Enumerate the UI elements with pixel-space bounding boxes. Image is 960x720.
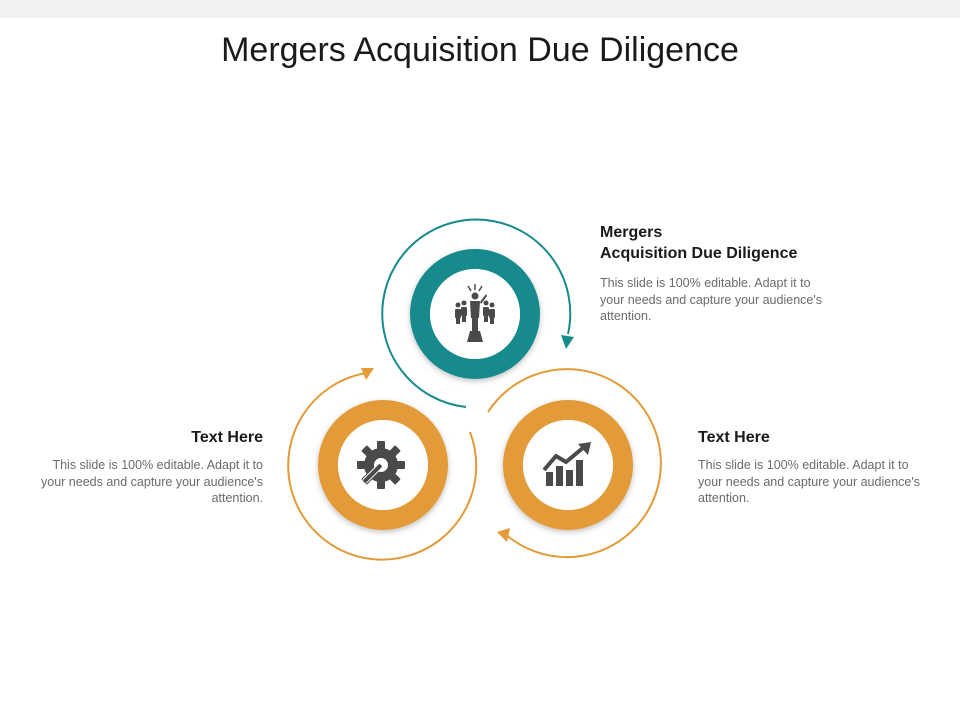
left-cycle-arrow bbox=[287, 368, 478, 561]
top-stage-body: This slide is 100% editable. Adapt it to… bbox=[600, 276, 822, 323]
gear-wrench-icon bbox=[357, 441, 405, 489]
right-stage-heading-line-1: Text Here bbox=[698, 429, 770, 446]
right-stage-heading: Text Here bbox=[698, 427, 898, 448]
top-stage-heading: Mergers Acquisition Due Diligence bbox=[600, 222, 860, 264]
right-cycle-arrow bbox=[487, 368, 662, 559]
right-ring bbox=[503, 400, 633, 530]
left-stage-heading: Text Here bbox=[63, 427, 263, 448]
top-cycle-arrow bbox=[381, 218, 574, 408]
growth-chart-icon bbox=[542, 442, 591, 486]
top-stage-heading-line-1: Mergers bbox=[600, 224, 663, 241]
top-stage-heading-line-2: Acquisition Due Diligence bbox=[600, 245, 798, 262]
left-stage-heading-line-1: Text Here bbox=[191, 429, 263, 446]
left-stage-body: This slide is 100% editable. Adapt it to… bbox=[41, 458, 263, 505]
right-stage-body: This slide is 100% editable. Adapt it to… bbox=[698, 458, 920, 505]
leader-people-icon bbox=[455, 284, 495, 342]
page-title: Mergers Acquisition Due Diligence bbox=[221, 31, 739, 69]
top-strip bbox=[0, 0, 960, 18]
